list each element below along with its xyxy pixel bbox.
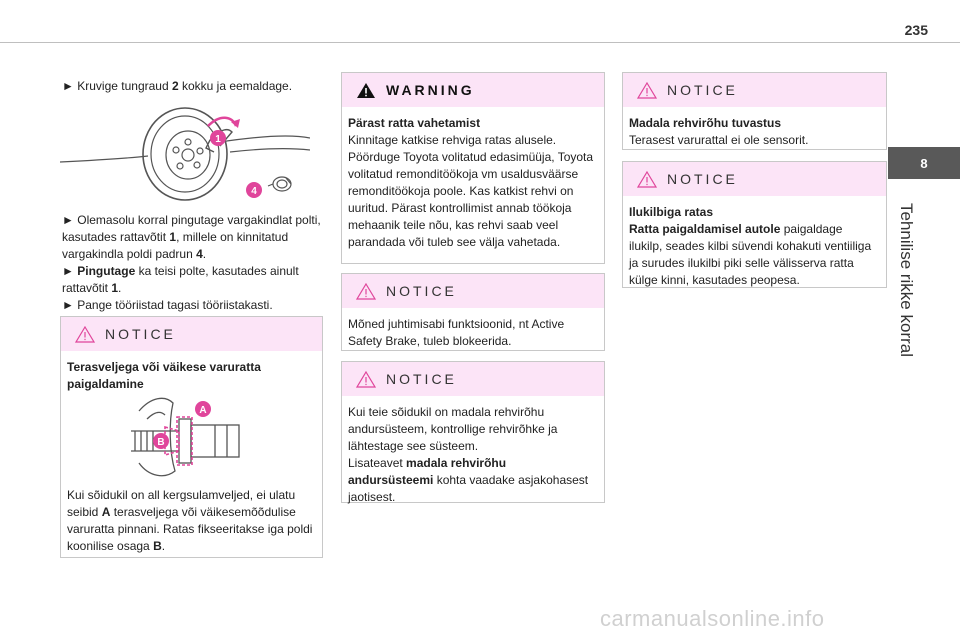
warning-text: Kinnitage katkise rehviga ratas alusele.… (348, 133, 594, 249)
notice-label: NOTICE (386, 283, 457, 299)
arrow-icon: ► (62, 264, 74, 278)
callout-1 (210, 130, 226, 146)
notice-label: NOTICE (105, 326, 176, 342)
step-item: ► Olemasolu korral pingutage vargakindla… (62, 212, 324, 263)
notice-text: Kui sõidukil on all kergsulamveljed, ei … (67, 487, 315, 555)
notice-box-hubcap: NOTICE Ilukilbiga ratas Ratta paigaldami… (622, 161, 887, 288)
step-text: ka teisi polte, kasutades ainult rattavõ… (62, 264, 299, 295)
notice-label: NOTICE (386, 371, 457, 387)
step-text: Olemasolu korral pingutage vargakindlat … (62, 213, 321, 244)
page-number: 235 (904, 22, 928, 38)
warning-triangle-icon (637, 170, 657, 188)
header-divider (0, 42, 960, 43)
step-text: Kruvige tungraud (77, 79, 172, 93)
callout-a (195, 401, 211, 417)
step-ref: 4 (196, 247, 203, 261)
notice-header: NOTICE (623, 162, 886, 196)
notice-text-part: . (161, 539, 166, 553)
warning-box-after-change: WARNING Pärast ratta vahetamist Kinnitag… (341, 72, 605, 264)
step-text: , millele on kinnitatud vargakindla pold… (62, 230, 289, 261)
notice-header: NOTICE (623, 73, 886, 107)
notice-label: NOTICE (667, 82, 738, 98)
notice-ref: madala rehvirõhu andursüsteemi (348, 456, 507, 487)
rim-icon (165, 130, 211, 180)
callout-4 (246, 182, 262, 198)
warning-triangle-icon (356, 82, 376, 99)
notice-text-part: kohta vaadake asjakohasest jaotisest. (348, 473, 589, 504)
bolt-thread-icon (131, 430, 179, 452)
warning-triangle-icon (356, 282, 376, 300)
step-emph: Pingutage (77, 264, 136, 278)
chapter-title: Tehnilise rikke korral (892, 185, 920, 375)
step-text: Pange tööriistad tagasi tööriistakasti. (77, 298, 273, 312)
notice-box-low-pressure: NOTICE Madala rehvirõhu tuvastus Terases… (622, 72, 887, 150)
callout-a-label: A (199, 405, 206, 416)
wheel-wrench-illustration: 1 4 (60, 107, 310, 201)
notice-box-driving-aids: NOTICE Mõned juhtimisabi funktsioonid, n… (341, 273, 605, 351)
steps-list: ► Olemasolu korral pingutage vargakindla… (62, 212, 324, 314)
notice-text-part: Lisateavet (348, 456, 407, 470)
step-item: ► Pange tööriistad tagasi tööriistakasti… (62, 297, 324, 314)
rim-section-icon (138, 397, 176, 477)
step-text: . (118, 281, 122, 295)
bolt-washer-illustration: A B (131, 397, 240, 477)
callout-4-label: 4 (251, 186, 257, 197)
step-ref: 1 (111, 281, 119, 295)
notice-ref: B (153, 539, 162, 553)
notice-text: Mõned juhtimisabi funktsioonid, nt Activ… (348, 317, 565, 348)
notice-box-tpms: NOTICE Kui teie sõidukil on madala rehvi… (341, 361, 605, 504)
step-text: . (202, 247, 207, 261)
notice-text-part: terasveljega või väikesemõõdulise varura… (67, 505, 313, 553)
callout-1-label: 1 (215, 134, 221, 145)
notice-text-part: Kui sõidukil on all kergsulamveljed, ei … (67, 488, 296, 519)
tyre-icon (142, 107, 228, 201)
warning-triangle-icon (637, 81, 657, 99)
step-remove-jack: ► Kruvige tungraud 2 kokku ja eemaldage. (62, 78, 324, 95)
notice-emph: Ratta paigaldamisel autole (629, 222, 781, 236)
notice-header: NOTICE (61, 317, 322, 351)
notice-title: Terasveljega või väikese varuratta paiga… (67, 360, 261, 391)
step-ref: 1 (169, 230, 177, 244)
callout-b (153, 433, 169, 449)
notice-text: Kui teie sõidukil on madala rehvirõhu an… (348, 405, 558, 453)
warning-label: WARNING (386, 82, 475, 98)
step-item: ► Pingutage ka teisi polte, kasutades ai… (62, 263, 324, 297)
notice-text: Terasest varurattal ei ole sensorit. (629, 133, 809, 147)
warning-triangle-icon (75, 325, 95, 343)
watermark: carmanualsonline.info (600, 606, 825, 631)
car-body-line-icon (60, 155, 149, 163)
arrow-icon: ► (62, 79, 74, 93)
warning-title: Pärast ratta vahetamist (348, 116, 481, 130)
arrow-icon: ► (62, 298, 74, 312)
chapter-tab[interactable]: 8 (888, 147, 960, 179)
notice-header: NOTICE (342, 274, 604, 308)
warning-triangle-icon (356, 370, 376, 388)
step-ref: 2 (171, 79, 179, 93)
arrow-icon: ► (62, 213, 74, 227)
notice-title: Ilukilbiga ratas (629, 205, 714, 219)
washer-icon (178, 418, 192, 464)
washer-highlight (176, 416, 193, 466)
notice-header: NOTICE (342, 362, 604, 396)
step-text: kokku ja eemaldage. (178, 79, 293, 93)
warning-header: WARNING (342, 73, 604, 107)
notice-ref: A (101, 505, 111, 519)
notice-text-part: paigaldage ilukilp, seades kilbi süvendi… (629, 222, 872, 287)
notice-box-steel-rim: NOTICE Terasveljega või väikese varuratt… (60, 316, 323, 558)
notice-title: Madala rehvirõhu tuvastus (629, 116, 782, 130)
callout-b-label: B (157, 437, 164, 448)
notice-label: NOTICE (667, 171, 738, 187)
lock-nut-socket-icon (267, 176, 292, 192)
chapter-title-text: Tehnilise rikke korral (897, 203, 916, 357)
